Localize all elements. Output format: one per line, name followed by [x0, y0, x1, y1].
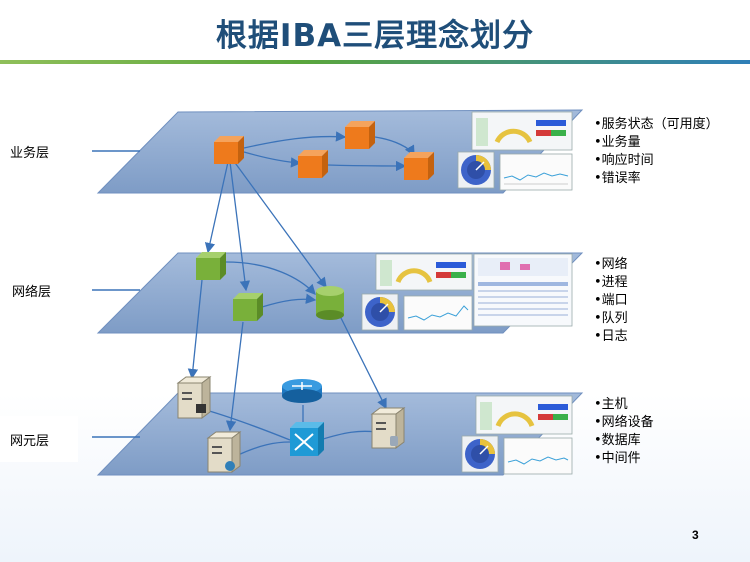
page-title: 根据IBA三层理念划分 [215, 18, 535, 54]
bullet-item: 队列 [594, 310, 628, 328]
router-icon [282, 379, 322, 403]
dashboard-panel-icon [499, 153, 573, 191]
dashboard-panel-icon [473, 253, 573, 327]
gauge-icon [461, 435, 499, 473]
element-layer-label-bg [0, 416, 78, 462]
network-queue-node [316, 286, 344, 320]
dashboard-panel-icon [475, 395, 573, 435]
business-node [404, 152, 434, 180]
title-divider [0, 60, 750, 64]
switch-icon [290, 422, 324, 456]
gauge-icon [361, 293, 399, 331]
bullet-item: 网络设备 [594, 414, 654, 432]
gauge-icon [457, 151, 495, 189]
dashboard-panel-icon [375, 253, 473, 291]
dashboard-panel-icon [503, 437, 573, 475]
bullet-item: 网络 [594, 256, 628, 274]
server-icon [176, 376, 212, 419]
bullet-item: 日志 [594, 328, 628, 346]
bullet-item: 端口 [594, 292, 628, 310]
business-layer-label: 业务层 [10, 146, 50, 161]
business-node [345, 121, 375, 149]
dashboard-panel-icon [403, 295, 473, 331]
bullet-item: 错误率 [594, 170, 719, 188]
network-layer-label: 网络层 [12, 285, 52, 300]
bullet-item: 进程 [594, 274, 628, 292]
bullet-item: 中间件 [594, 450, 654, 468]
database-server-icon [370, 407, 406, 449]
element-layer-bullets: 主机 网络设备 数据库 中间件 [594, 396, 654, 468]
bullet-item: 业务量 [594, 134, 719, 152]
network-layer-bullets: 网络 进程 端口 队列 日志 [594, 256, 628, 346]
bullet-item: 服务状态（可用度） [594, 116, 719, 134]
business-node [298, 150, 328, 178]
server-icon [206, 431, 242, 473]
dashboard-panel-icon [471, 111, 573, 151]
page-number: 3 [692, 528, 699, 542]
element-layer-label: 网元层 [10, 434, 50, 449]
network-node [233, 293, 263, 321]
bullet-item: 响应时间 [594, 152, 719, 170]
bullet-item: 数据库 [594, 432, 654, 450]
network-node [196, 252, 226, 280]
business-node [214, 136, 244, 164]
bullet-item: 主机 [594, 396, 654, 414]
business-layer-bullets: 服务状态（可用度） 业务量 响应时间 错误率 [594, 116, 719, 188]
